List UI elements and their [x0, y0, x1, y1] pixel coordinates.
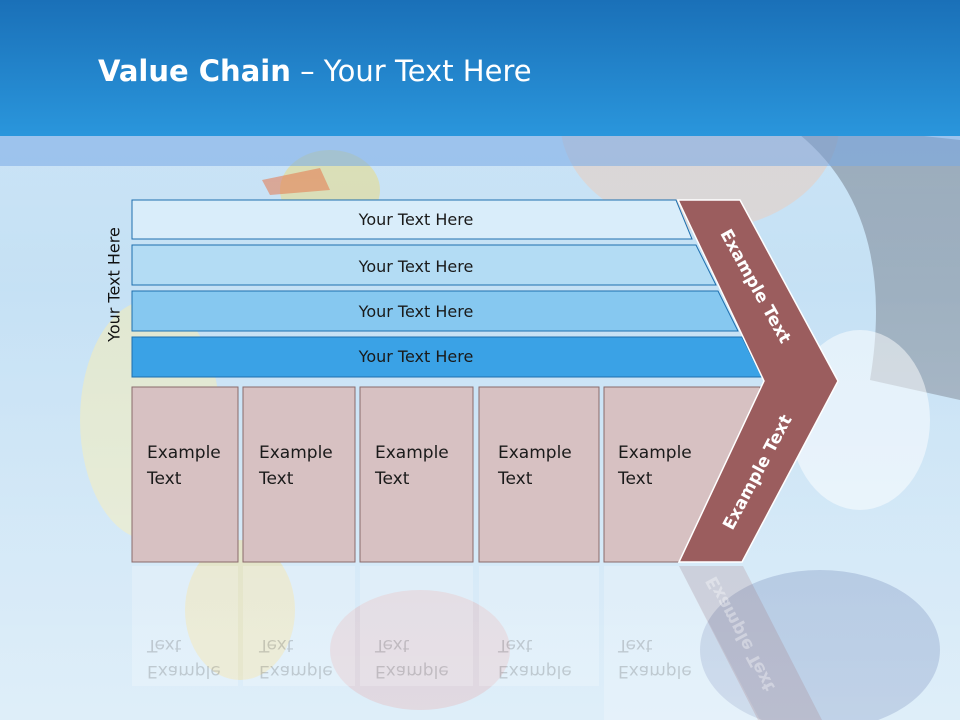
box-4-reflection-line-1: Example	[498, 661, 572, 681]
box-1-reflection-text: Example Text	[147, 632, 237, 684]
box-1-reflection-line-2: Text	[147, 635, 182, 655]
box-3-line-2: Text	[375, 469, 410, 489]
box-4-line-1: Example	[498, 443, 572, 463]
bar-1	[131, 199, 693, 240]
box-3-reflection-line-1: Example	[375, 661, 449, 681]
bar-4-label: Your Text Here	[358, 347, 474, 366]
bar-2-label: Your Text Here	[358, 257, 474, 276]
bar-1-label: Your Text Here	[358, 210, 474, 229]
header-band	[0, 136, 960, 166]
boxes-reflection	[132, 566, 760, 720]
box-3-line-1: Example	[375, 443, 449, 463]
box-2	[242, 386, 356, 563]
box-1-line-1: Example	[147, 443, 221, 463]
box-5-line-2: Text	[618, 469, 653, 489]
box-3-reflection-line-2: Text	[375, 635, 410, 655]
chevron-reflection	[679, 566, 822, 720]
box-4-reflection-text: Example Text	[498, 632, 588, 684]
box-4-line-2: Text	[498, 469, 533, 489]
box-5-line-1: Example	[618, 443, 692, 463]
box-2-line-1: Example	[259, 443, 333, 463]
box-1-reflection-line-1: Example	[147, 661, 221, 681]
slide-title: Value Chain – Your Text Here	[98, 54, 532, 88]
box-2-line-2: Text	[259, 469, 294, 489]
bar-3-label: Your Text Here	[358, 302, 474, 321]
box-4	[478, 386, 600, 563]
chevron-arrow	[676, 199, 839, 563]
box-4-reflection-line-2: Text	[498, 635, 533, 655]
box-5-reflection-line-2: Text	[618, 635, 653, 655]
title-bold: Value Chain	[98, 54, 291, 88]
title-rest: – Your Text Here	[290, 54, 532, 88]
box-2-reflection-text: Example Text	[259, 632, 349, 684]
box-5-reflection-text: Example Text	[618, 632, 708, 684]
box-5-reflection-line-1: Example	[618, 661, 692, 681]
y-axis-label: Your Text Here	[104, 227, 124, 342]
box-3-reflection-text: Example Text	[375, 632, 465, 684]
box-2-reflection-line-2: Text	[259, 635, 294, 655]
box-2-reflection-line-1: Example	[259, 661, 333, 681]
bar-2	[131, 244, 717, 286]
bar-3	[131, 290, 739, 332]
box-1-line-2: Text	[147, 469, 182, 489]
header-bar	[0, 0, 960, 136]
box-3	[359, 386, 474, 563]
box-1	[131, 386, 239, 563]
